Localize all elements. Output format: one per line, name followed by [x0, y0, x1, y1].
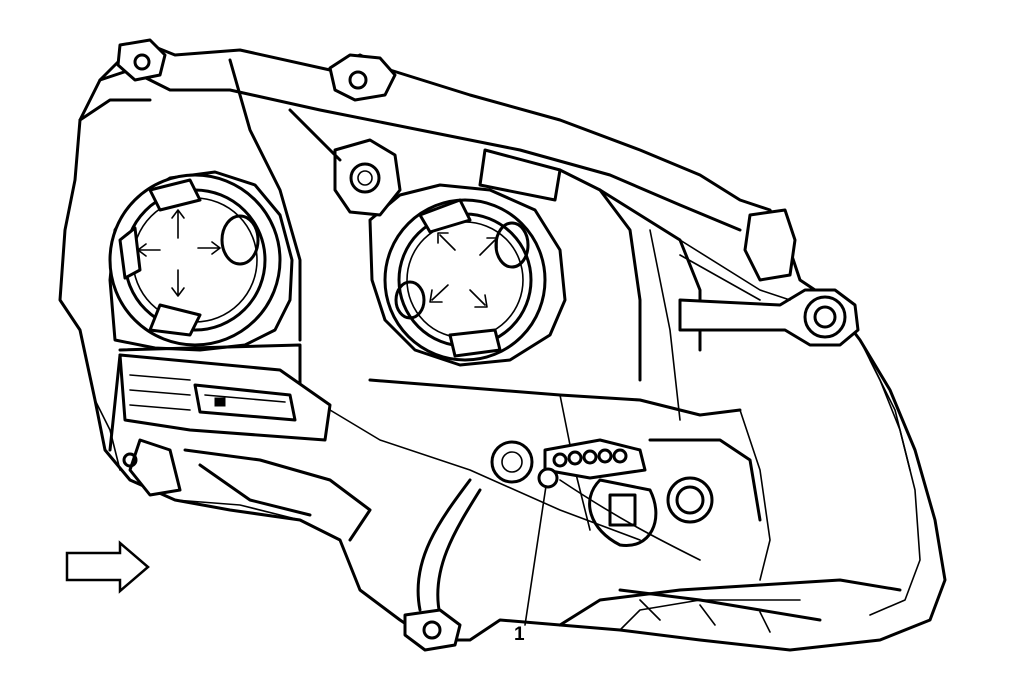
left-bulb-access-cover — [108, 170, 294, 352]
callout-1: 1 — [514, 485, 547, 645]
ballast-module — [118, 353, 332, 442]
callout-1-label: 1 — [514, 624, 525, 645]
right-mounting-bracket — [678, 208, 860, 347]
upper-bulb-socket — [333, 138, 562, 217]
wiring-harness-connector — [416, 438, 714, 617]
housing-ribs — [108, 58, 771, 581]
right-arrow-icon — [65, 540, 150, 594]
lower-vent-duct — [174, 448, 822, 633]
top-mounting-tab — [116, 38, 397, 102]
center-bulb-access-cover — [368, 183, 567, 367]
bottom-mounting-tab — [122, 438, 462, 652]
